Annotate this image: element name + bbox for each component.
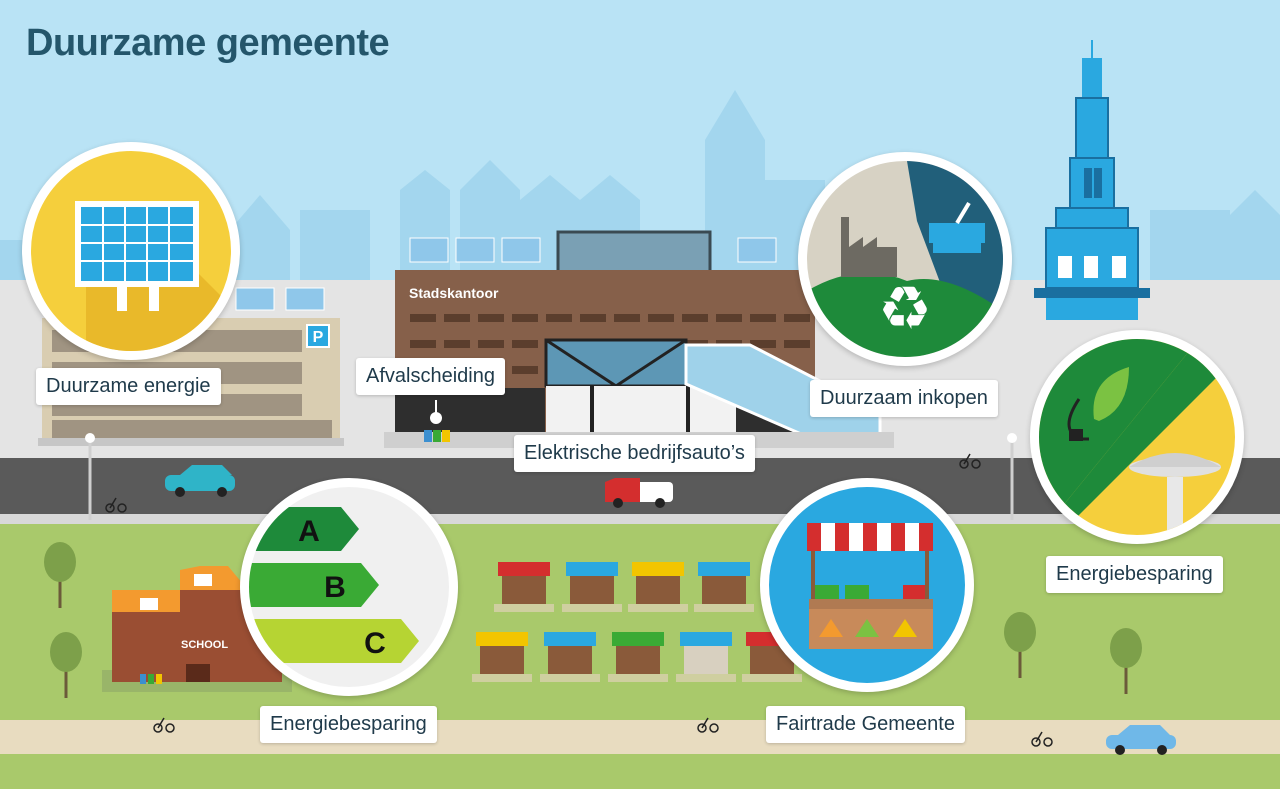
energy-label-chart: A B C: [249, 507, 419, 663]
church-tower: [1034, 40, 1150, 320]
label-energiebesparing-right[interactable]: Energiebesparing: [1046, 556, 1223, 593]
recycle-icon: ♻: [878, 274, 932, 344]
fairtrade-circle[interactable]: [760, 478, 974, 692]
stadskantoor-sign: Stadskantoor: [409, 285, 499, 301]
label-elektrische-bedrijfsautos[interactable]: Elektrische bedrijfsauto’s: [514, 435, 755, 472]
market-stalls: [472, 562, 802, 682]
city-office-building: [384, 230, 894, 448]
page-title: Duurzame gemeente: [26, 22, 390, 64]
energy-saving-lamp-circle[interactable]: [1030, 330, 1244, 544]
energy-class-b-bar: [249, 563, 379, 607]
market-stall-icon: [807, 523, 933, 649]
label-fairtrade-gemeente[interactable]: Fairtrade Gemeente: [766, 706, 965, 743]
plug-leaf-icon: [1067, 367, 1129, 441]
label-energiebesparing-left[interactable]: Energiebesparing: [260, 706, 437, 743]
label-duurzame-energie[interactable]: Duurzame energie: [36, 368, 221, 405]
energy-class-a: A: [298, 515, 320, 548]
label-afvalscheiding[interactable]: Afvalscheiding: [356, 358, 505, 395]
sustainable-purchasing-circle[interactable]: ♻: [798, 152, 1012, 366]
purchasing-illustration: ♻: [807, 161, 1003, 357]
parking-sign: P: [306, 324, 330, 348]
car-icon: [1106, 725, 1176, 755]
energy-class-a-bar: [249, 507, 359, 551]
street-lamp-icon: [1129, 453, 1221, 535]
factory-icon: [841, 217, 897, 277]
school-sign: SCHOOL: [181, 639, 229, 651]
energy-label-circle[interactable]: A B C: [240, 478, 458, 696]
energy-class-c-bar: [249, 619, 419, 663]
trees: [44, 542, 1142, 698]
plug-lamp-illustration: [1039, 339, 1235, 535]
label-duurzaam-inkopen[interactable]: Duurzaam inkopen: [810, 380, 998, 417]
car-icon: [165, 465, 235, 497]
bicycle-icon: [105, 453, 1053, 747]
solar-panel-icon: [75, 201, 231, 351]
solar-energy-circle[interactable]: [22, 142, 240, 360]
school-building: [102, 566, 292, 692]
basket-icon: [929, 201, 985, 253]
van-icon: [605, 478, 673, 508]
energy-class-b: B: [324, 571, 346, 604]
energy-class-c: C: [364, 627, 386, 660]
